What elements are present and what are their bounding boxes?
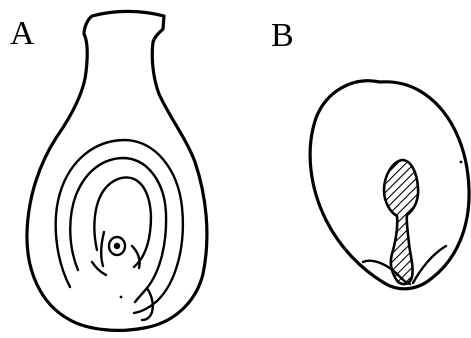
panel-b-basal-layer-right — [413, 246, 446, 283]
panel-a-inner-curve — [92, 262, 106, 275]
panel-a-outer-integument — [56, 140, 183, 313]
panel-a-drawing — [27, 12, 207, 331]
panel-b-drawing — [310, 81, 469, 289]
panel-a-egg-apparatus-left — [101, 232, 104, 266]
panel-b-speck — [460, 161, 463, 164]
panel-a-outer-wall — [27, 12, 207, 331]
panel-a-dot — [120, 296, 123, 299]
panel-a-egg-nucleus — [114, 243, 120, 249]
panel-b-embryo — [384, 160, 418, 284]
